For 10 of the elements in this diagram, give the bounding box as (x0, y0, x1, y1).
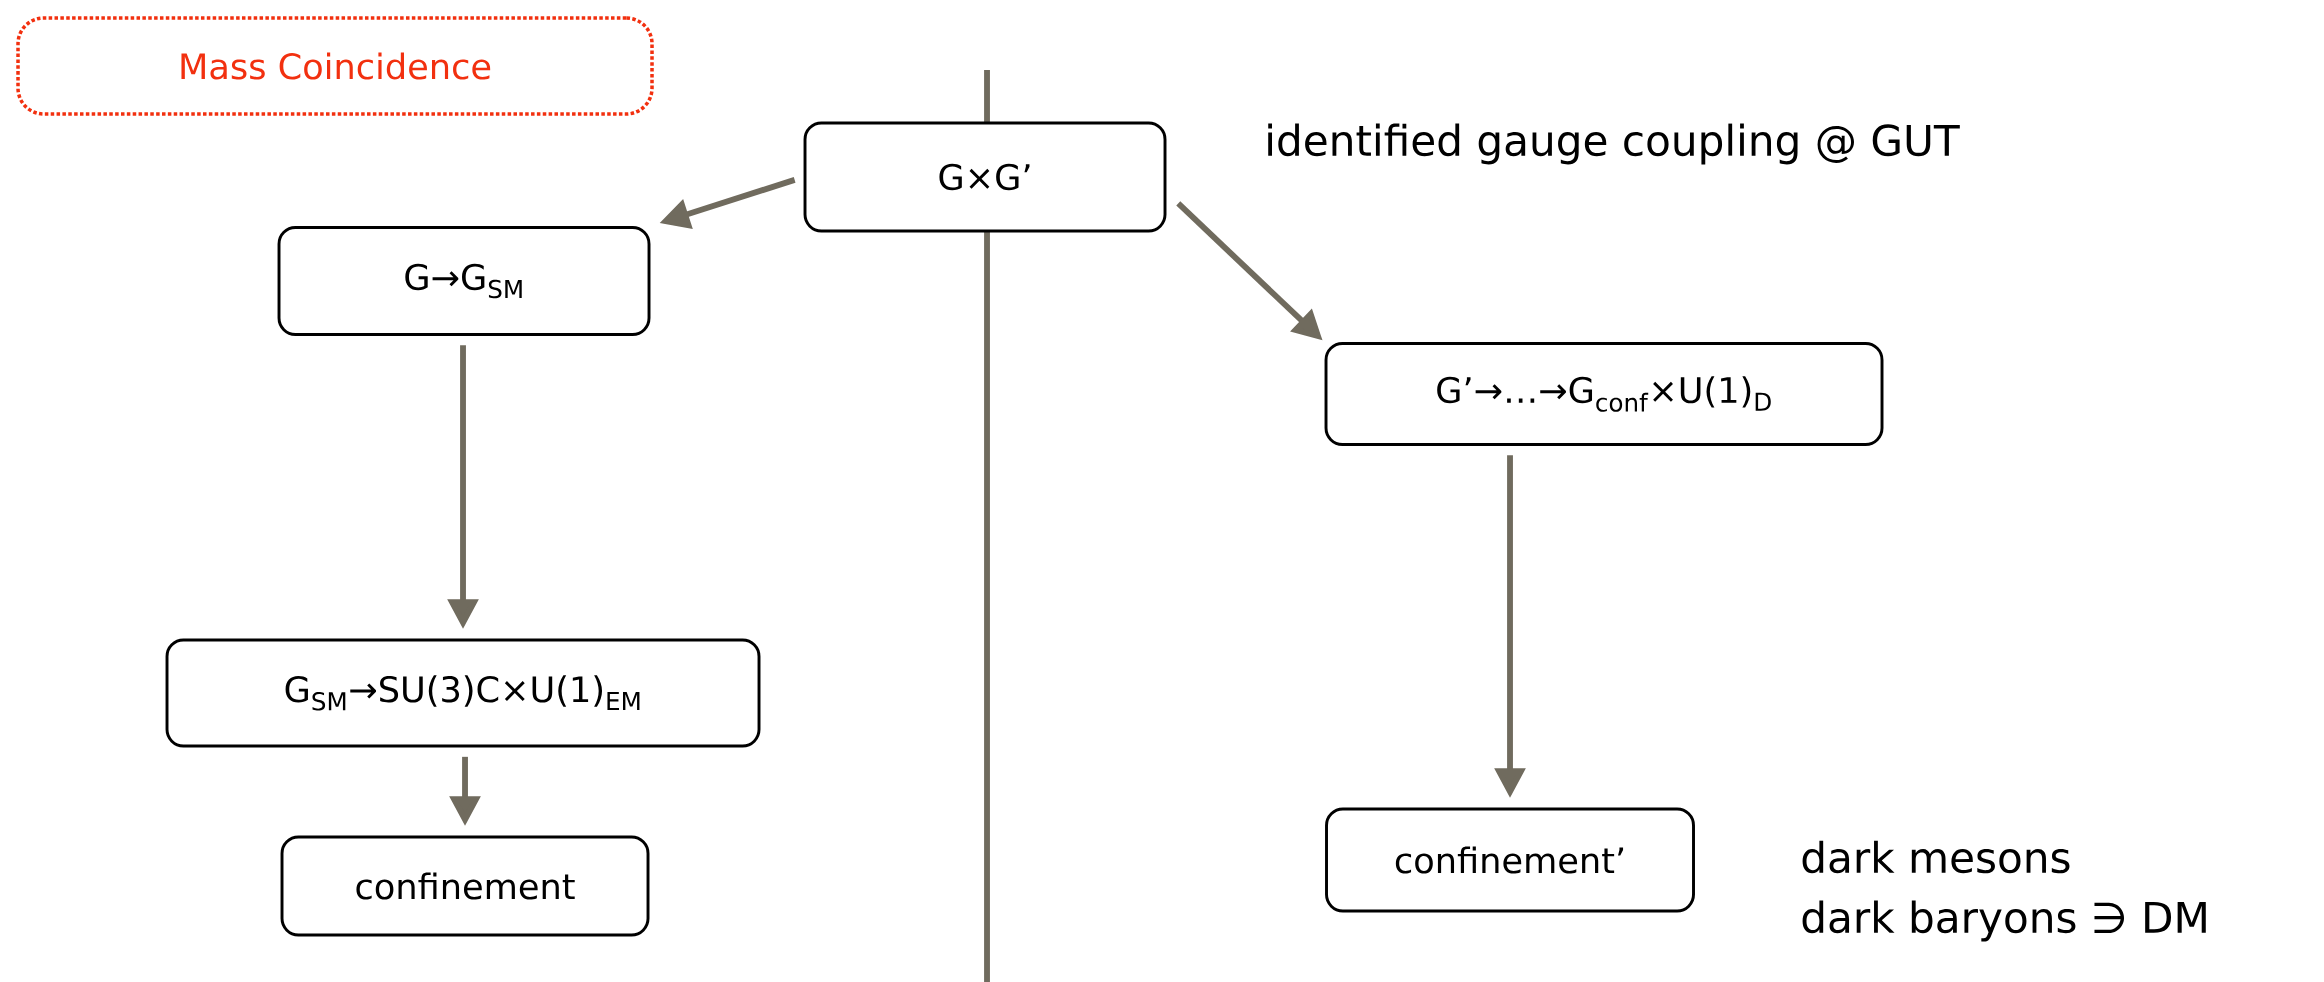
process-box: G→G$_{SM}$ (277, 226, 651, 336)
note-text: dark mesons (1802, 840, 2070, 874)
process-box: confinement (280, 835, 650, 937)
title-box: Mass Coincidence (16, 16, 654, 116)
process-box: G’→…→G$_{conf}$×U(1)$_{D}$ (1324, 342, 1884, 446)
note-text: dark baryons ∋ DM (1802, 900, 2206, 942)
process-box: G×G’ (803, 121, 1167, 233)
process-box: G$_{SM}$→SU(3)C×U(1)$_{EM}$ (165, 638, 761, 748)
note-text: identified gauge coupling @ GUT (1268, 123, 1960, 165)
process-box: confinement’ (1325, 807, 1695, 913)
